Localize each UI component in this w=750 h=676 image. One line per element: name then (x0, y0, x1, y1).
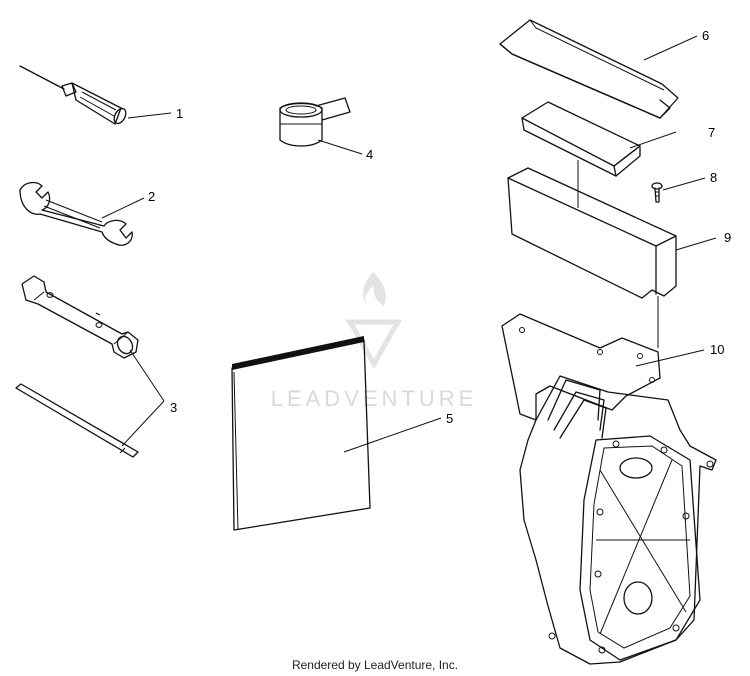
part-wrench (19, 181, 133, 246)
leadventure-logo-icon (345, 272, 403, 370)
leader-2 (101, 197, 145, 219)
watermark-text: LEADVENTURE (271, 386, 478, 411)
part-screwdriver (19, 65, 127, 125)
callout-4: 4 (366, 147, 373, 162)
footer-credit: Rendered by LeadVenture, Inc. (291, 658, 459, 672)
leader-9 (675, 237, 717, 251)
leader-3a (129, 349, 165, 402)
part-pad (521, 101, 641, 177)
leader-8 (662, 177, 706, 191)
leader-1 (127, 112, 172, 119)
callout-6: 6 (702, 28, 709, 43)
callout-1: 1 (176, 106, 183, 121)
leader-6 (643, 35, 698, 61)
part-tape-roll (279, 97, 351, 147)
leader-10 (635, 349, 705, 367)
leader-lines (101, 35, 717, 453)
part-drive-housing (501, 296, 717, 665)
part-manual (231, 336, 371, 531)
callout-3: 3 (170, 400, 177, 415)
callout-5: 5 (446, 411, 453, 426)
callout-9: 9 (724, 230, 731, 245)
part-battery-lid (499, 19, 679, 119)
leader-7 (629, 131, 677, 149)
leader-4 (317, 139, 363, 155)
watermark: LEADVENTURE (271, 272, 478, 411)
part-tommy-bar (15, 383, 139, 458)
part-socket-wrench (21, 275, 139, 359)
part-battery-box (507, 160, 677, 299)
leader-3b (121, 400, 165, 447)
callout-numbers: 1 2 3 4 5 6 7 8 9 10 (148, 28, 731, 426)
callout-7: 7 (708, 125, 715, 140)
callout-10: 10 (710, 342, 724, 357)
callout-2: 2 (148, 189, 155, 204)
part-screw (651, 182, 663, 203)
callout-8: 8 (710, 170, 717, 185)
leader-5 (343, 417, 442, 453)
